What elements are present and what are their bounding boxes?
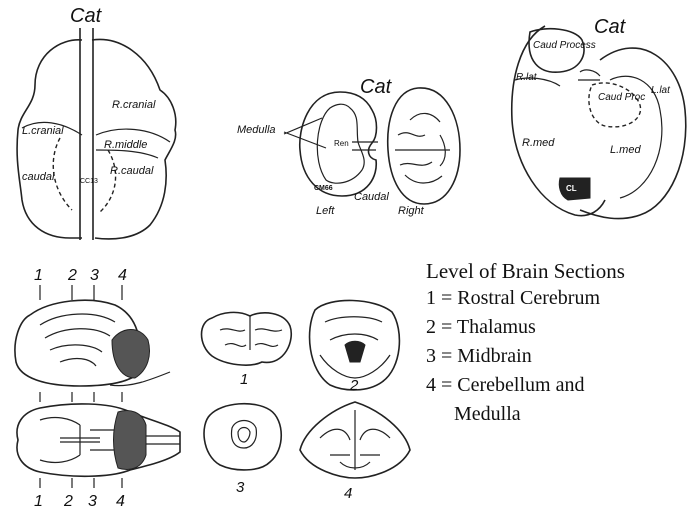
section-label-4: 4 (344, 485, 352, 502)
liver-label-r-caudal: R.caudal (110, 165, 154, 177)
brain-bottom-number-1: 1 (34, 493, 43, 510)
liver-label-l-caudal: caudal (22, 171, 55, 183)
liver-dorsal-tag: CL (566, 184, 577, 193)
liver-dorsal-label-caud-proc: Caud Proc (598, 92, 645, 103)
legend-item-4-continuation: Medulla (426, 400, 688, 429)
liver-dorsal-label-l-med: L.med (610, 144, 641, 156)
liver-label-caudate: CC13 (80, 178, 98, 185)
liver-dorsal-label-r-lat: R.lat (516, 72, 538, 83)
liver-label-r-cranial: R.cranial (112, 99, 156, 111)
brain-top-number-2: 2 (67, 267, 77, 284)
liver-dorsal-label-l-lat: L.lat (651, 85, 671, 96)
liver-dorsal-title: Cat (594, 16, 627, 38)
kidneys-title: Cat (360, 76, 393, 98)
legend-item-2: 2 = Thalamus (426, 313, 688, 342)
kidney-label-pelvis: Ren (334, 139, 349, 148)
brain-bottom-number-2: 2 (63, 493, 73, 510)
kidneys-diagram: Cat Ren CM66 Medulla Caudal Left Right (237, 76, 460, 217)
section-label-3: 3 (236, 479, 245, 496)
brain-sections-diagram: 1 2 3 4 (202, 300, 411, 502)
legend-title: Level of Brain Sections (426, 258, 688, 284)
brain-sections-legend: Level of Brain Sections 1 = Rostral Cere… (426, 258, 688, 429)
brain-top-number-4: 4 (118, 267, 127, 284)
kidney-label-tag: CM66 (314, 185, 333, 192)
legend-item-4: 4 = Cerebellum and (426, 371, 688, 400)
liver-ventral-diagram: Cat L.cranial R.cranial R.middle caudal … (17, 5, 176, 240)
liver-title: Cat (70, 5, 103, 27)
kidney-label-right: Right (398, 205, 425, 217)
legend-item-1: 1 = Rostral Cerebrum (426, 284, 688, 313)
brain-top-number-1: 1 (34, 267, 43, 284)
liver-dorsal-label-r-med: R.med (522, 137, 555, 149)
brain-diagram: 1 2 3 4 1 2 3 4 (15, 267, 180, 510)
section-label-2: 2 (349, 377, 359, 394)
liver-dorsal-label-caud-process: Caud Process (533, 40, 596, 51)
brain-bottom-number-3: 3 (88, 493, 97, 510)
legend-item-3: 3 = Midbrain (426, 342, 688, 371)
liver-label-r-middle: R.middle (104, 139, 147, 151)
liver-dorsal-diagram: Cat CL Caud Process R.lat Caud Proc L.la… (512, 16, 686, 219)
brain-bottom-number-4: 4 (116, 493, 125, 510)
brain-top-number-3: 3 (90, 267, 99, 284)
kidney-label-medulla: Medulla (237, 124, 276, 136)
liver-label-l-cranial: L.cranial (22, 125, 64, 137)
section-label-1: 1 (240, 371, 248, 388)
kidney-label-left: Left (316, 205, 335, 217)
kidney-label-caudal: Caudal (354, 191, 389, 203)
